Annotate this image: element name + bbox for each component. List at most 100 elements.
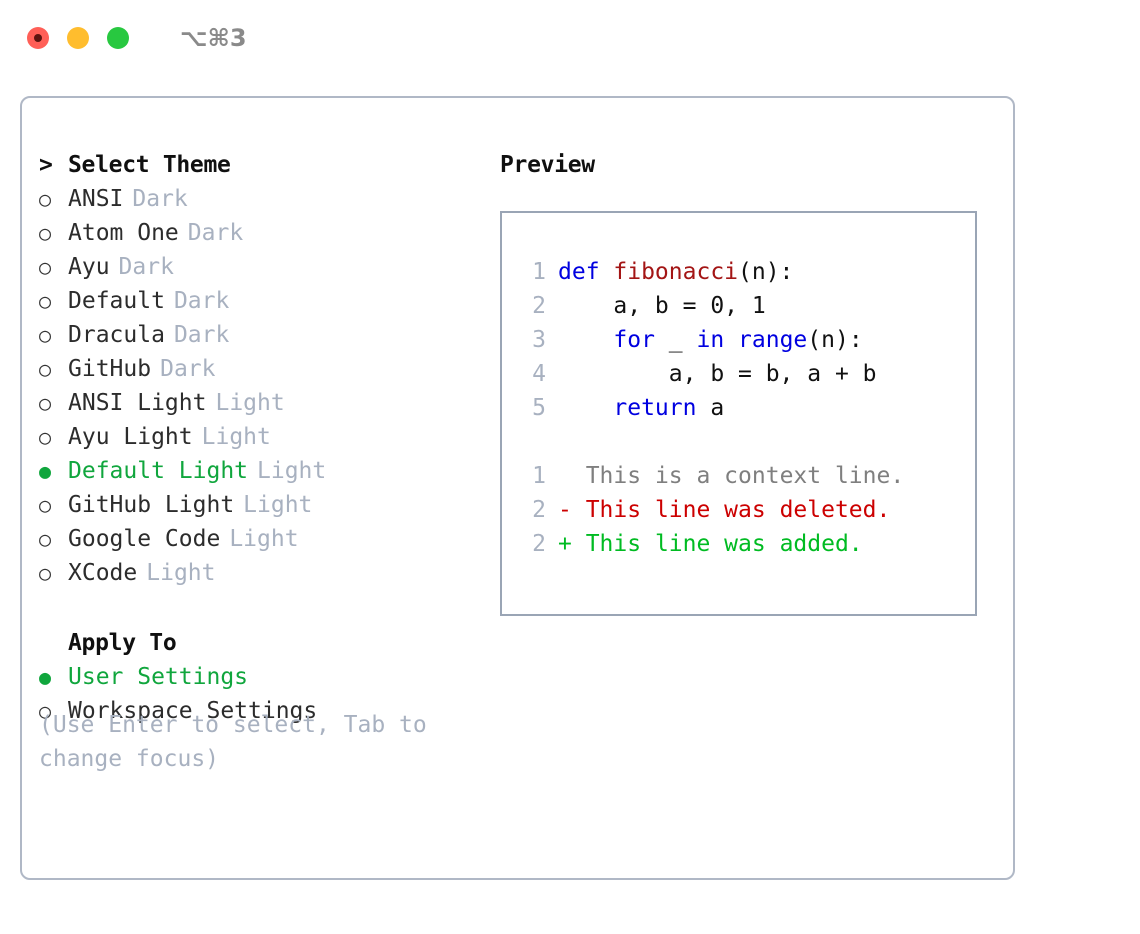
apply-to-list-item[interactable]: ○ Workspace Settings: [39, 694, 479, 728]
diff-marker: +: [558, 531, 586, 557]
theme-variant-tag: Light: [229, 526, 299, 552]
caret-icon: >: [39, 152, 53, 178]
theme-list-item-label: Ayu Light: [68, 424, 193, 450]
diff-line-content: This line was deleted.: [585, 497, 891, 523]
close-button-icon[interactable]: [27, 27, 49, 49]
theme-list-item-label: ANSI Light: [68, 390, 207, 416]
code-token-kw: range: [738, 327, 808, 353]
code-line: 4 a, b = b, a + b: [502, 357, 975, 391]
diff-line-number: 1: [532, 463, 546, 489]
theme-variant-tag: Light: [201, 424, 271, 450]
theme-list-item[interactable]: ○ ANSI Light Light: [39, 386, 479, 420]
radio-unselected-icon[interactable]: ○: [39, 425, 52, 449]
code-token-plain: _: [654, 327, 697, 353]
select-theme-header: > Select Theme: [39, 148, 479, 182]
code-token-plain: (n):: [807, 327, 863, 353]
theme-list-item-label: Ayu: [68, 254, 110, 280]
code-line-number: 2: [532, 293, 546, 319]
minimize-button-icon[interactable]: [67, 27, 89, 49]
code-line: 2 a, b = 0, 1: [502, 289, 975, 323]
code-token-fn: fibonacci: [613, 259, 739, 285]
diff-line: 1 This is a context line.: [502, 459, 975, 493]
code-token-kw: for: [613, 327, 655, 353]
maximize-button-icon[interactable]: [107, 27, 129, 49]
diff-line-text: This is a context line.: [546, 459, 905, 493]
code-line-number: 1: [532, 259, 546, 285]
code-blank-line: [502, 425, 975, 459]
theme-list-item-label: GitHub: [68, 356, 152, 382]
theme-variant-tag: Dark: [173, 288, 230, 314]
apply-to-list: ● User Settings ○ Workspace Settings: [39, 660, 479, 728]
code-token-kw: return: [613, 395, 697, 421]
apply-to-header-label: Apply To: [68, 630, 177, 656]
theme-list-item-label: Atom One: [68, 220, 179, 246]
diff-line-number: 2: [532, 497, 546, 523]
radio-unselected-icon[interactable]: ○: [39, 221, 52, 245]
radio-unselected-icon[interactable]: ○: [39, 527, 52, 551]
code-line-number: 4: [532, 361, 546, 387]
diff-line-text: - This line was deleted.: [546, 493, 890, 527]
code-line-number: 3: [532, 327, 546, 353]
code-token-plain: [558, 395, 613, 421]
radio-unselected-icon[interactable]: ○: [39, 289, 52, 313]
diff-line-content: This line was added.: [585, 531, 863, 557]
theme-list-item-label: Dracula: [68, 322, 165, 348]
diff-line: 2+ This line was added.: [502, 527, 975, 561]
radio-unselected-icon[interactable]: ○: [39, 699, 52, 723]
radio-selected-icon[interactable]: ●: [39, 459, 52, 483]
radio-unselected-icon[interactable]: ○: [39, 323, 52, 347]
code-token-plain: a, b = 0, 1: [558, 293, 766, 319]
theme-list-item[interactable]: ○ ANSI Dark: [39, 182, 479, 216]
radio-unselected-icon[interactable]: ○: [39, 187, 52, 211]
theme-list-item[interactable]: ○ GitHub Dark: [39, 352, 479, 386]
theme-list-item[interactable]: ○ GitHub Light Light: [39, 488, 479, 522]
diff-marker: -: [558, 497, 586, 523]
theme-list-item-label: GitHub Light: [68, 492, 235, 518]
radio-unselected-icon[interactable]: ○: [39, 493, 52, 517]
theme-list-item-label: Default Light: [68, 458, 249, 484]
theme-variant-tag: Light: [146, 560, 216, 586]
title-bar: ⌥⌘3: [0, 0, 1140, 76]
diff-line-text: + This line was added.: [546, 527, 863, 561]
apply-to-list-item-label: Workspace Settings: [68, 698, 318, 724]
diff-line: 2- This line was deleted.: [502, 493, 975, 527]
radio-unselected-icon[interactable]: ○: [39, 255, 52, 279]
radio-unselected-icon[interactable]: ○: [39, 391, 52, 415]
theme-list-item-label: XCode: [68, 560, 138, 586]
apply-to-list-item-label: User Settings: [68, 664, 249, 690]
theme-list-item[interactable]: ○ Dracula Dark: [39, 318, 479, 352]
apply-to-list-item[interactable]: ● User Settings: [39, 660, 479, 694]
radio-unselected-icon[interactable]: ○: [39, 561, 52, 585]
code-line: 3 for _ in range(n):: [502, 323, 975, 357]
code-token-plain: (n):: [738, 259, 794, 285]
diff-line-content: This is a context line.: [585, 463, 905, 489]
theme-variant-tag: Dark: [173, 322, 230, 348]
theme-variant-tag: Dark: [132, 186, 188, 212]
keyboard-hint-text: (Use Enter to select, Tab to change focu…: [39, 712, 427, 772]
radio-selected-icon[interactable]: ●: [39, 665, 52, 689]
window-title: ⌥⌘3: [180, 24, 247, 52]
theme-list-item[interactable]: ○ XCode Light: [39, 556, 479, 590]
code-line-text: a, b = 0, 1: [546, 289, 766, 323]
theme-variant-tag: Light: [215, 390, 285, 416]
theme-list-item-label: ANSI: [68, 186, 124, 212]
radio-unselected-icon[interactable]: ○: [39, 357, 52, 381]
code-line-text: return a: [546, 391, 724, 425]
code-line-number: 5: [532, 395, 546, 421]
theme-list-item[interactable]: ○ Ayu Light Light: [39, 420, 479, 454]
code-token-plain: a: [696, 395, 725, 421]
theme-variant-tag: Light: [243, 492, 313, 518]
theme-variant-tag: Dark: [160, 356, 216, 382]
traffic-light-group: [27, 27, 129, 49]
